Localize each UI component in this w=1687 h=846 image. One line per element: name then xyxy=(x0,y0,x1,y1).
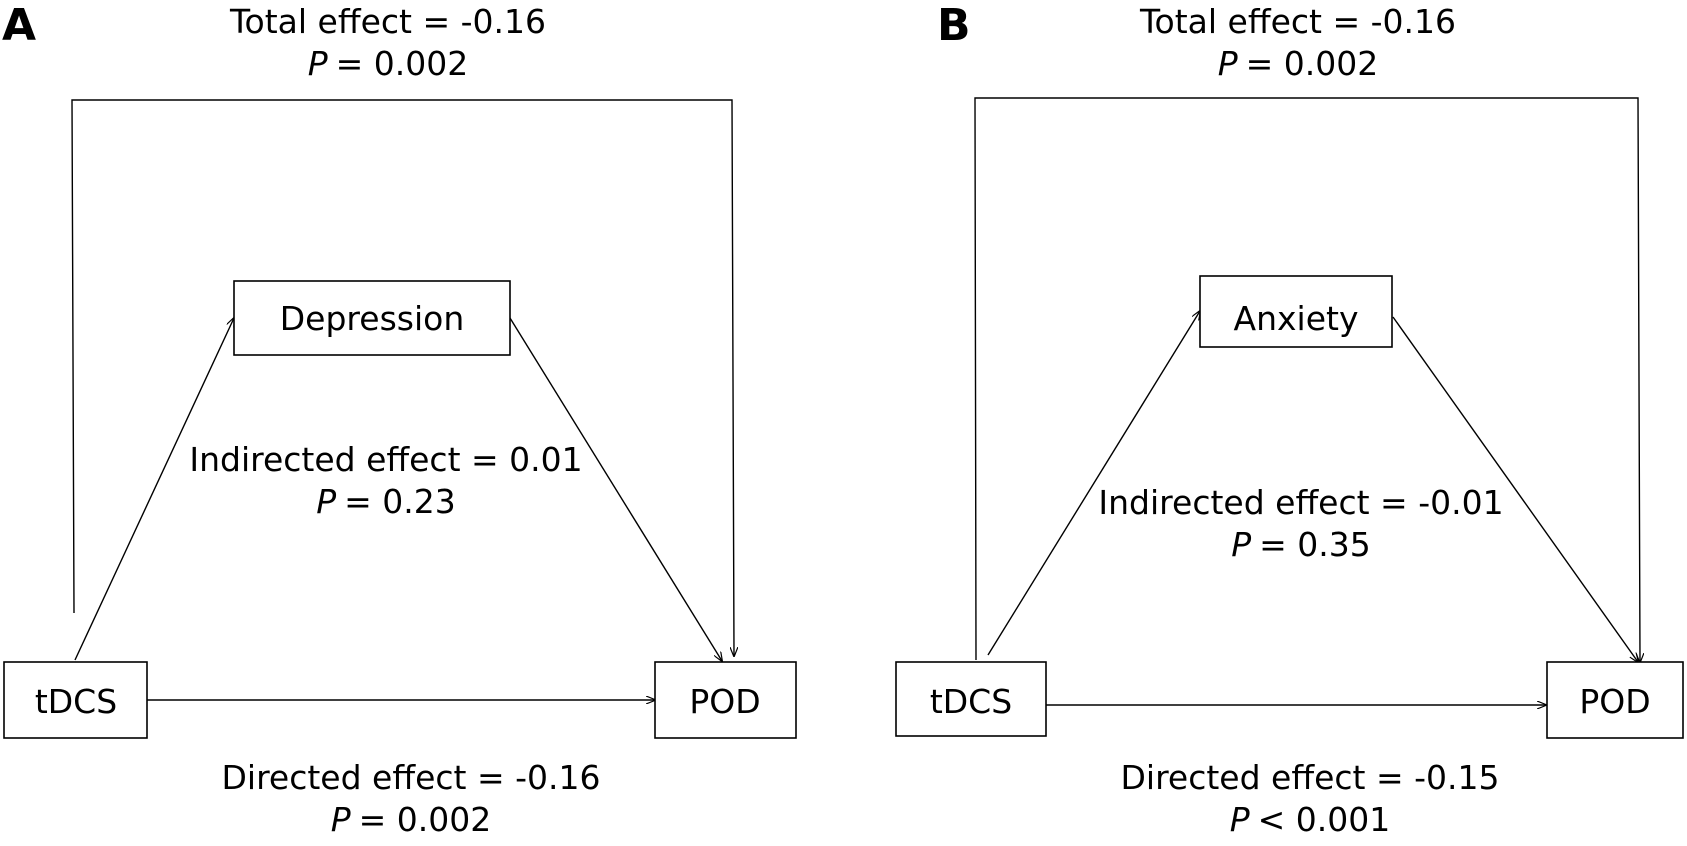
panel-b-tdcs-to-mediator-arrow xyxy=(987,311,1200,656)
panel-a-mediator-box xyxy=(233,280,511,356)
panel-a-exposure-box xyxy=(3,661,148,739)
panel-b-exposure-label: tDCS xyxy=(930,682,1012,721)
panel-a-exposure-label: tDCS xyxy=(35,682,117,721)
panel-a-label: A xyxy=(2,0,36,51)
panel-b-total-p-value: = 0.002 xyxy=(1246,44,1379,83)
panel-b-direct-p-value: < 0.001 xyxy=(1258,800,1391,839)
panel-b: B Total effect = -0.16 P= 0.002 Anxiety … xyxy=(895,0,1684,839)
panel-a-total-p-value: = 0.002 xyxy=(336,44,469,83)
panel-b-label: B xyxy=(937,0,971,51)
panel-a-total-effect-path xyxy=(71,99,734,656)
panel-b-mediator-to-pod-arrow xyxy=(1392,316,1638,662)
panel-b-indirect-p-value: = 0.35 xyxy=(1259,525,1371,564)
panel-b-mediator-label: Anxiety xyxy=(1234,299,1359,338)
panel-b-mediator-box xyxy=(1199,275,1393,348)
panel-b-total-p: P= 0.002 xyxy=(1218,44,1379,83)
panel-b-indirect-p-symbol: P xyxy=(1231,525,1251,564)
panel-a-total-p: P= 0.002 xyxy=(308,44,469,83)
panel-b-total-effect-path xyxy=(974,97,1640,662)
panel-b-outcome-box xyxy=(1546,661,1684,739)
panel-a-indirect-p: P= 0.23 xyxy=(316,482,456,521)
panel-a-total-p-symbol: P xyxy=(308,44,328,83)
panel-b-direct-effect: Directed effect = -0.15 xyxy=(1121,758,1500,797)
panel-b-direct-p-symbol: P xyxy=(1230,800,1250,839)
panel-b-indirect-p: P= 0.35 xyxy=(1231,525,1371,564)
panel-a-outcome-box xyxy=(654,661,797,739)
panel-a-outcome-label: POD xyxy=(689,682,760,721)
panel-b-direct-p: P< 0.001 xyxy=(1230,800,1391,839)
panel-b-exposure-box xyxy=(895,661,1047,737)
panel-a-tdcs-to-mediator-arrow xyxy=(74,318,234,661)
panel-b-outcome-label: POD xyxy=(1579,682,1650,721)
panel-a-mediator-label: Depression xyxy=(280,299,464,338)
panel-a-indirect-effect: Indirected effect = 0.01 xyxy=(189,440,582,479)
panel-a-indirect-p-value: = 0.23 xyxy=(344,482,456,521)
panel-a: A Total effect = -0.16 P= 0.002 Depressi… xyxy=(2,0,797,839)
panel-a-direct-p: P= 0.002 xyxy=(331,800,492,839)
panel-a-total-effect: Total effect = -0.16 xyxy=(229,2,546,41)
panel-a-direct-p-value: = 0.002 xyxy=(359,800,492,839)
panel-a-mediator-to-pod-arrow xyxy=(509,317,722,661)
panel-b-indirect-effect: Indirected effect = -0.01 xyxy=(1098,483,1503,522)
panel-a-indirect-p-symbol: P xyxy=(316,482,336,521)
panel-a-direct-effect: Directed effect = -0.16 xyxy=(222,758,601,797)
panel-a-direct-p-symbol: P xyxy=(331,800,351,839)
panel-b-total-p-symbol: P xyxy=(1218,44,1238,83)
panel-b-total-effect: Total effect = -0.16 xyxy=(1139,2,1456,41)
